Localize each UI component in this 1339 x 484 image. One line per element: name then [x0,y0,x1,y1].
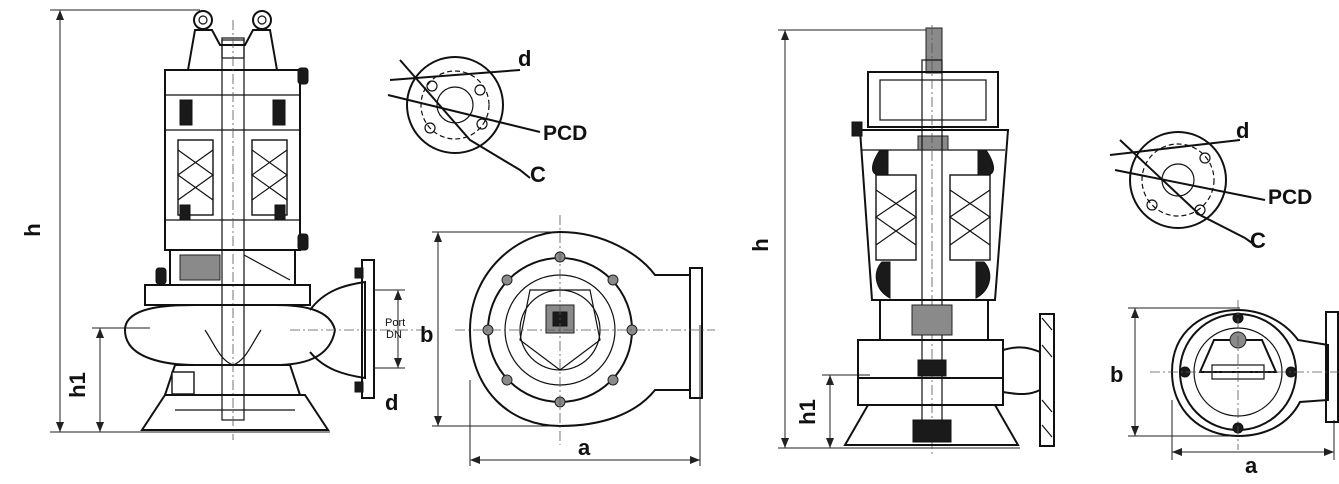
right-flange-detail: d PCD C [1109,118,1312,253]
left-flange-pcd-circle [420,70,490,140]
left-discharge-flange [361,259,375,399]
left-volute-casing [123,304,337,366]
left-port-label: Port [385,317,405,329]
right-pump-base [843,404,1020,446]
left-h1-arrow-bottom [96,422,104,432]
left-flange-d-leader [389,69,521,81]
right-discharge-flange [1039,313,1055,447]
left-flange-detail: d PCD C [387,46,587,187]
right-flange-pcd-leader [1114,169,1266,201]
left-a-label: a [578,435,591,460]
right-h-label: h [748,238,773,251]
left-flange-outer-circle [406,56,504,154]
left-flange-bolt-label: d [518,46,531,71]
right-flange-outer-circle [1129,131,1227,229]
left-pump-top-view: b a [420,215,715,466]
right-flange-bolt-label: d [1236,118,1249,143]
left-pump-casing-top [144,284,311,306]
left-flange-pcd-label: PCD [543,122,587,145]
left-h-arrow-bottom [56,422,64,432]
right-flange-pcd-circle [1141,143,1215,217]
left-h1-arrow-top [96,328,104,338]
right-top-cover [867,71,999,128]
right-stator-windings [872,149,994,299]
left-lifting-eye-1 [193,10,213,30]
right-top-discharge-flange [1325,311,1339,423]
right-flange-d-leader [1109,139,1241,156]
right-b-label: b [1110,362,1123,387]
left-discharge-outlet [309,280,366,380]
left-h-arrow-top [56,10,64,20]
left-top-discharge-flange [689,267,703,399]
left-h1-label: h1 [65,372,90,398]
right-motor-housing [858,129,1010,301]
right-flange-c-label: C [1250,228,1266,253]
left-flange-c-label: C [530,162,546,187]
left-top-cap [186,29,279,71]
left-dn-label: DN [386,329,402,341]
left-pump-base [140,394,330,431]
left-h-label: h [20,223,45,236]
right-flange-pcd-label: PCD [1268,186,1312,209]
left-b-label: b [420,322,433,347]
left-flange-d-label: d [385,390,398,415]
right-flange-c-leader [1119,139,1256,246]
right-a-label: a [1245,453,1258,478]
left-stator-windings [176,99,289,221]
right-cable-gland [925,27,943,74]
left-flange-c-leader [399,59,531,179]
left-flange-pcd-leader [387,94,541,133]
right-top-volute-outline [1170,308,1329,438]
left-lifting-eye-2 [252,10,272,30]
right-pump-side-view: h h1 [748,25,1055,455]
left-pump-side-view: h h1 [20,9,430,440]
right-pump-top-view: b a [1110,300,1339,478]
right-pump-base-upper [857,377,1004,406]
right-h1-label: h1 [795,399,820,425]
right-discharge-outlet [1002,346,1041,396]
